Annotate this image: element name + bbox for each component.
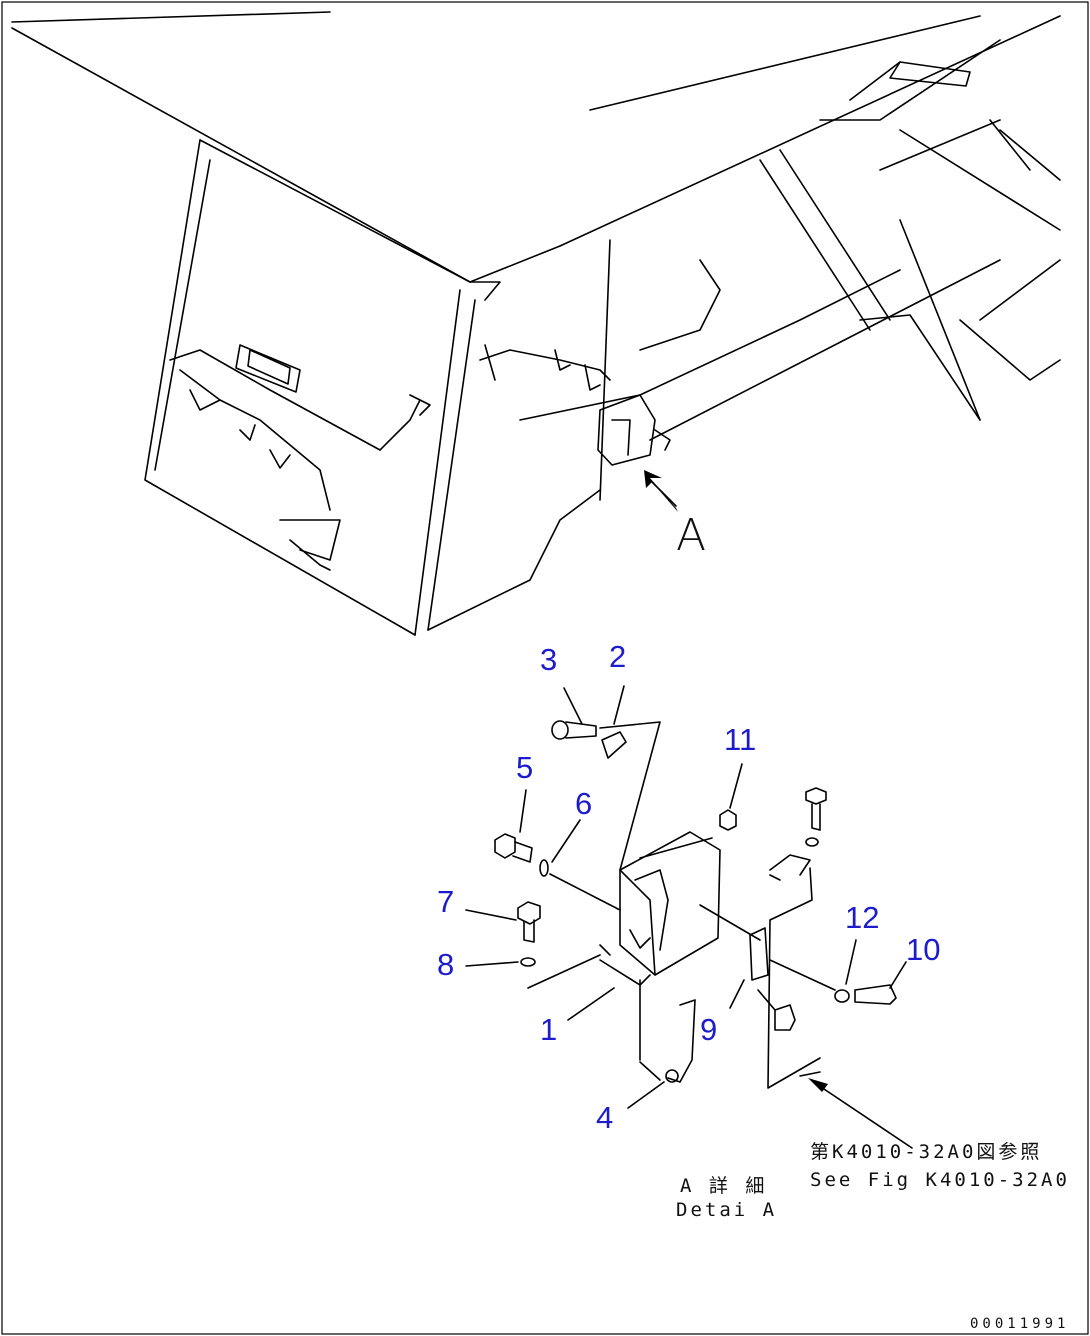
callout-11: 11 [724, 722, 756, 757]
reference-note-en: See Fig K4010-32A0 [810, 1169, 1070, 1191]
callout-8: 8 [437, 947, 454, 982]
detail-caption-ja: A 詳 細 [680, 1175, 767, 1197]
detail-a-drawing [494, 720, 913, 1149]
callout-7: 7 [437, 884, 454, 919]
detail-caption-en: Detai A [676, 1199, 777, 1221]
callout-1: 1 [540, 1012, 557, 1047]
callout-leaders [465, 685, 907, 1109]
callout-10: 10 [906, 932, 940, 967]
callout-6: 6 [575, 786, 592, 821]
reference-note-ja: 第K4010-32A0図参照 [810, 1141, 1042, 1163]
callout-12: 12 [845, 900, 879, 935]
callout-4: 4 [596, 1100, 613, 1135]
callout-3: 3 [540, 642, 557, 677]
callout-5: 5 [516, 750, 533, 785]
callout-2: 2 [609, 639, 626, 674]
callout-9: 9 [700, 1012, 717, 1047]
view-label: A [676, 510, 706, 561]
machine-overview-drawing: A [11, 11, 1061, 636]
callout-numbers: 3 2 5 6 11 7 8 1 9 12 10 4 [437, 639, 940, 1135]
drawing-code: 00011991 [970, 1316, 1069, 1332]
